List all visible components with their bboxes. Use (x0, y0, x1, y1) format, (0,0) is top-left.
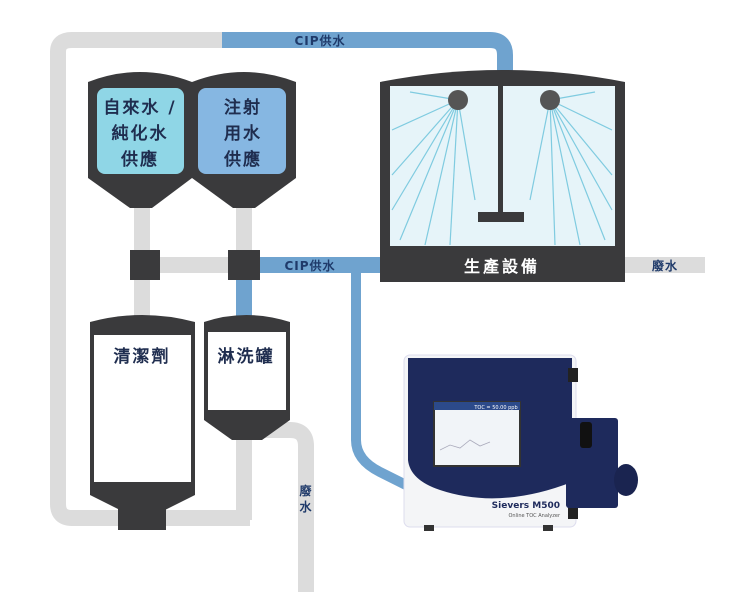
detergent-label: 清潔劑 (114, 346, 171, 367)
agitator-shaft (498, 86, 503, 216)
waste-bottom-label-2: 水 (299, 499, 312, 514)
tap-water-label-1: 自來水 / (103, 97, 176, 118)
tap-water-label-3: 供應 (120, 149, 159, 170)
cip-supply-pipe-top (222, 32, 513, 72)
cip-supply-mid-label: CIP供水 (284, 258, 335, 273)
tap-water-tank: 自來水 / 純化水 供應 (88, 72, 192, 208)
waste-pipe-right (625, 257, 705, 273)
waste-pipe-bottom (262, 422, 314, 592)
production-equipment-tank: 生產設備 (380, 70, 625, 282)
wfi-outlet-pipe (236, 200, 252, 260)
analyzer-brand: Sievers M500 (492, 501, 560, 511)
waste-right-label: 廢水 (652, 258, 678, 273)
wfi-label-3: 供應 (223, 149, 262, 170)
cip-supply-top-label: CIP供水 (294, 33, 345, 48)
spray-ball-icon (540, 90, 560, 110)
return-pipe (50, 32, 250, 526)
analyzer-sample-pipe (351, 265, 415, 493)
wfi-label-1: 注射 (224, 97, 262, 118)
rinse-tank-label: 淋洗罐 (218, 346, 275, 367)
rinse-drain-pipe (236, 430, 252, 520)
detergent-tank: 清潔劑 (90, 315, 195, 530)
spray-ball-icon (448, 90, 468, 110)
wfi-tank: 注射 用水 供應 (192, 72, 296, 208)
connector-pipe (150, 257, 240, 273)
rinse-tank: 淋洗罐 (204, 315, 290, 440)
agitator-paddle (478, 212, 524, 222)
analyzer-subtitle: Online TOC Analyzer (508, 513, 560, 519)
waste-bottom-label-1: 廢 (299, 483, 312, 498)
tee-junction-left (130, 250, 160, 280)
wfi-label-2: 用水 (224, 123, 262, 144)
screen-reading: TOC = 50.00 ppb (473, 405, 517, 411)
spray-pattern (391, 91, 613, 246)
rinse-supply-pipe (236, 270, 252, 318)
analyzer-side-module (566, 418, 618, 508)
analyzer-screen[interactable] (433, 401, 521, 467)
toc-analyzer: TOC = 50.00 ppb Sievers M500 Online TOC … (403, 354, 638, 531)
production-equipment-label: 生產設備 (464, 257, 540, 276)
tee-junction-right (228, 250, 260, 280)
tap-water-label-2: 純化水 (112, 123, 169, 144)
